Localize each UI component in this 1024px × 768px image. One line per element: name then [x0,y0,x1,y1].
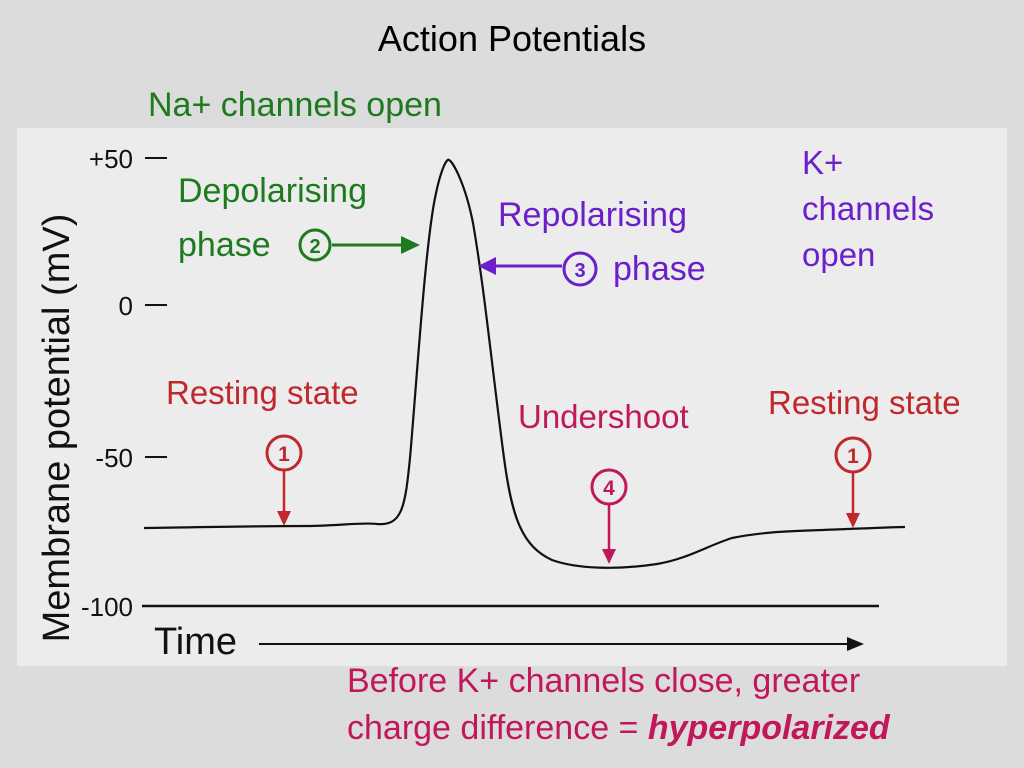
k-note-line-2: channels [802,190,935,227]
resting-state-left-label: Resting state [166,374,359,411]
depolarising-arrowhead [401,236,420,254]
k-note-line-3: open [802,236,876,273]
step-2-badge [298,228,332,262]
na-channels-note: Na+ channels open [148,86,442,124]
resting-right-arrowhead [846,513,860,528]
resting-left-arrowhead [277,511,291,526]
repolarising-arrowhead [478,257,496,275]
k-channels-note: K+ channels open [802,140,1002,278]
step-1-right-number: 1 [847,445,859,468]
depolarising-phase-word: phase [178,226,271,264]
action-potential-figure: Membrane potential (mV) +50 0 -50 -100 T… [17,128,1007,666]
resting-state-right-label: Resting state [768,384,961,421]
step-3-badge [562,251,598,287]
step-4-number: 4 [603,477,615,500]
hyperpolarized-note: Before K+ channels close, greater charge… [347,658,890,752]
action-potential-curve [143,158,906,569]
step-2-number: 2 [309,236,320,258]
k-note-line-1: K+ [802,144,844,181]
bottom-note-prefix: charge difference = [347,709,648,747]
repolarising-label: Repolarising [498,196,687,234]
repolarising-phase-word: phase [613,250,706,288]
slide-title: Action Potentials [377,18,647,59]
y-axis-label: Membrane potential (mV) [36,214,78,643]
tick-label-plus50: +50 [89,144,133,174]
tick-label-minus50: -50 [95,443,133,473]
tick-label-0: 0 [119,291,133,321]
depolarising-label: Depolarising [178,172,367,210]
undershoot-arrowhead [602,549,616,564]
tick-label-minus100: -100 [81,592,133,622]
undershoot-label: Undershoot [518,398,689,435]
bottom-note-line-1: Before K+ channels close, greater [347,662,861,700]
bottom-note-line-2: charge difference = hyperpolarized [347,705,890,752]
step-3-number: 3 [574,260,585,282]
time-arrowhead [847,637,864,651]
action-potential-graph: Membrane potential (mV) +50 0 -50 -100 T… [36,144,961,663]
hyperpolarized-emphasis: hyperpolarized [647,709,890,747]
step-1-left-number: 1 [278,443,290,466]
x-axis-label: Time [154,621,237,663]
